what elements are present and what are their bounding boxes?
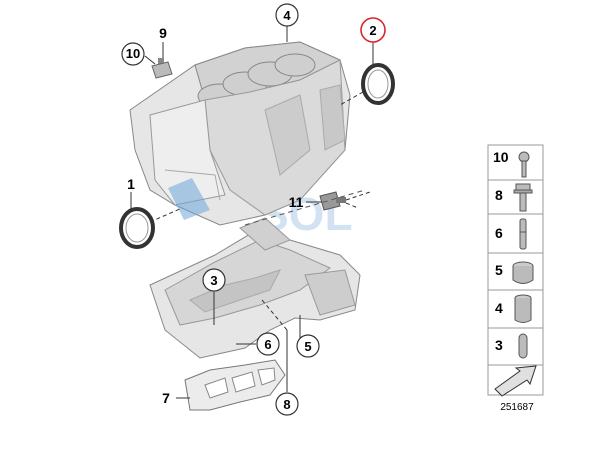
svg-text:10: 10 (126, 46, 140, 61)
legend-label-3: 3 (495, 337, 503, 353)
legend-label-8: 8 (495, 187, 503, 203)
legend-label-6: 6 (495, 225, 503, 241)
svg-text:4: 4 (283, 8, 291, 23)
callout-11: 11 (289, 194, 304, 210)
svg-text:3: 3 (210, 273, 217, 288)
bolt-flange-icon (513, 183, 533, 212)
seal-ring-part-2 (361, 63, 395, 105)
legend-label-4: 4 (495, 300, 503, 316)
parts-legend: 10 8 6 5 4 3 (487, 144, 544, 397)
legend-label-10: 10 (493, 149, 509, 165)
svg-text:6: 6 (264, 337, 271, 352)
sensor-part-11 (319, 191, 346, 211)
dowel-pin-icon (518, 333, 528, 359)
callout-9: 9 (159, 25, 167, 41)
callout-1: 1 (127, 176, 135, 192)
reference-number: 251687 (500, 402, 534, 413)
svg-text:5: 5 (304, 339, 311, 354)
stud-icon (519, 218, 527, 250)
callout-3: 3 (202, 268, 226, 292)
callout-7: 7 (162, 390, 170, 406)
seal-ring-part-1 (119, 207, 155, 249)
callout-4: 4 (275, 3, 299, 27)
plug-icon (512, 261, 534, 284)
legend-label-5: 5 (495, 262, 503, 278)
bolt-small-icon (518, 151, 530, 178)
sleeve-icon (514, 294, 532, 323)
callout-5: 5 (296, 334, 320, 358)
arrow-icon (494, 365, 537, 397)
callout-10: 10 (121, 42, 145, 66)
engine-block (129, 41, 351, 226)
svg-text:2: 2 (369, 23, 376, 38)
callout-2: 2 (360, 17, 386, 43)
gasket-part (184, 359, 286, 411)
callout-8: 8 (275, 392, 299, 416)
lower-crankcase (149, 217, 361, 359)
callout-6: 6 (256, 332, 280, 356)
leader-lines (130, 26, 374, 399)
svg-text:8: 8 (283, 397, 290, 412)
sensor-part (151, 58, 173, 79)
